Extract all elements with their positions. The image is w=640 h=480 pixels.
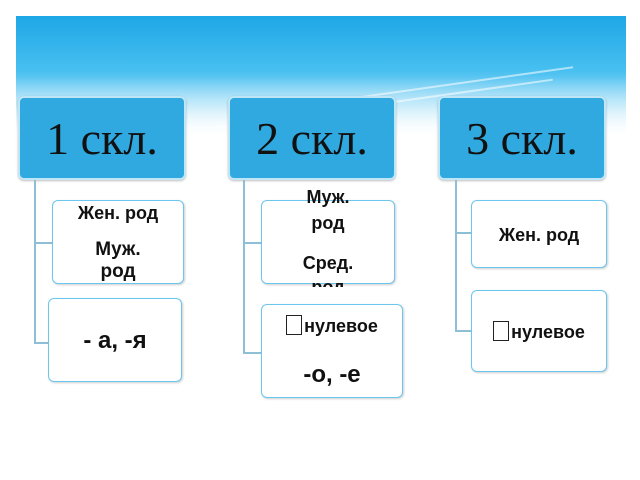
gender-label: Жен. род	[77, 203, 159, 223]
ending-box-3: нулевое	[471, 290, 607, 372]
gender-label: род	[311, 277, 345, 287]
gender-label: род	[100, 261, 136, 282]
header-declension-3: 3 скл.	[438, 96, 606, 180]
connector-line	[455, 232, 471, 234]
gender-box-1: Жен. род Муж. род	[52, 200, 184, 284]
connector-line	[243, 242, 261, 244]
ending-label: - а, -я	[83, 327, 147, 354]
connector-line	[243, 352, 261, 354]
gender-box-3: Жен. род	[471, 200, 607, 268]
gender-label: род	[311, 213, 345, 233]
connector-line	[243, 180, 245, 353]
gender-label: Муж.	[306, 187, 350, 207]
ending-box-2: нулевое -о, -е	[261, 304, 403, 398]
connector-line	[34, 242, 52, 244]
connector-line	[34, 342, 50, 344]
gender-label: Муж.	[95, 239, 141, 260]
connector-line	[34, 180, 36, 343]
gender-box-2: Муж. род Сред. род	[261, 187, 395, 287]
header-title: 2 скл.	[256, 112, 368, 164]
gender-label: Жен. род	[498, 225, 580, 245]
header-title: 1 скл.	[46, 112, 158, 164]
header-title: 3 скл.	[466, 112, 578, 164]
ending-box-1: - а, -я	[48, 298, 182, 382]
ending-label: нулевое	[511, 322, 585, 342]
connector-line	[455, 330, 471, 332]
header-declension-1: 1 скл.	[18, 96, 186, 180]
ending-label: -о, -е	[303, 361, 361, 388]
header-declension-2: 2 скл.	[228, 96, 396, 180]
gender-label: Сред.	[302, 253, 354, 273]
ending-label: нулевое	[304, 316, 378, 336]
missing-glyph-icon	[286, 315, 303, 335]
connector-line	[455, 180, 457, 330]
missing-glyph-icon	[493, 321, 510, 341]
